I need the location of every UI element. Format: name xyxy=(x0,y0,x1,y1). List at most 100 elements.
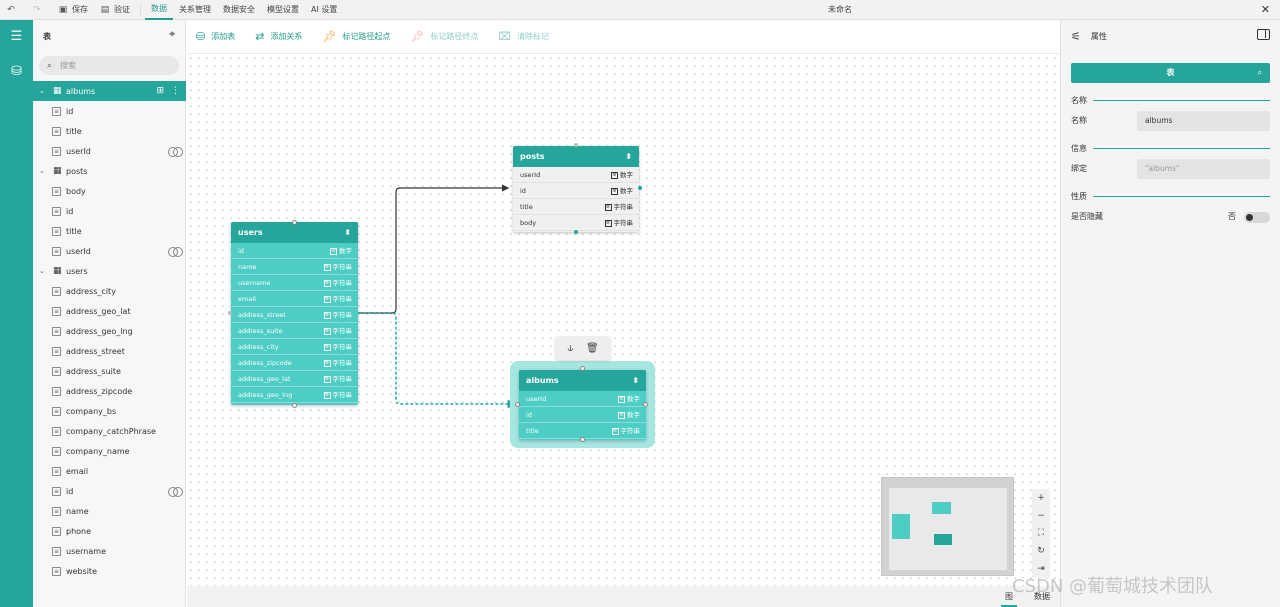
chevron-down-icon[interactable]: ⌄ xyxy=(39,167,45,175)
redo-button[interactable]: ↷ xyxy=(26,0,52,20)
zoom-out-icon[interactable]: − xyxy=(1037,510,1045,521)
entity-field-row[interactable]: id≡数字 xyxy=(231,243,358,259)
search-input[interactable]: ⌕ 搜索 xyxy=(39,56,179,75)
connection-handle[interactable] xyxy=(292,220,297,225)
connection-handle[interactable] xyxy=(638,186,642,190)
tree-field-item[interactable]: ≡title xyxy=(33,121,186,141)
tree-table-item[interactable]: ⌄▦albums⊞⋮ xyxy=(33,81,186,101)
minimap[interactable] xyxy=(881,477,1014,576)
tree-table-item[interactable]: ⌄▦posts xyxy=(33,161,186,181)
tree-field-item[interactable]: ≡address_suite xyxy=(33,361,186,381)
entity-field-row[interactable]: address_street≡字符串 xyxy=(231,307,358,323)
tree-field-item[interactable]: ≡id xyxy=(33,481,186,501)
delete-icon[interactable]: 🗑︎ xyxy=(585,342,599,354)
collapse-panel-icon[interactable] xyxy=(1257,29,1270,40)
tree-field-item[interactable]: ≡company_catchPhrase xyxy=(33,421,186,441)
export-icon[interactable]: ⇥ xyxy=(1037,564,1045,575)
tab-diagram[interactable]: 图 xyxy=(1001,586,1017,607)
chevron-down-icon[interactable]: ⌄ xyxy=(39,267,45,275)
clear-mark-button[interactable]: ⌧清除标记 xyxy=(498,30,549,43)
add-folder-icon[interactable]: ⊞ xyxy=(156,86,164,96)
add-relation-button[interactable]: ⇄添加关系 xyxy=(255,30,302,43)
minimap-posts xyxy=(932,502,951,514)
tree-field-item[interactable]: ≡username xyxy=(33,541,186,561)
pin-icon[interactable]: ⬍ xyxy=(344,228,351,237)
tree-table-item[interactable]: ⌄▦users xyxy=(33,261,186,281)
hidden-toggle[interactable] xyxy=(1244,212,1270,223)
zoom-in-icon[interactable]: + xyxy=(1037,492,1045,503)
close-button[interactable]: ✕ xyxy=(1261,0,1270,20)
tree-field-item[interactable]: ≡userId xyxy=(33,241,186,261)
entity-field-row[interactable]: address_city≡字符串 xyxy=(231,339,358,355)
tab-data-security[interactable]: 数据安全 xyxy=(217,0,261,20)
entity-field-row[interactable]: title≡字符串 xyxy=(513,199,639,215)
pin-icon[interactable]: ⬍ xyxy=(632,376,639,385)
name-input[interactable]: albums xyxy=(1137,111,1270,131)
field-type: ≡字符串 xyxy=(323,339,352,355)
tree-field-item[interactable]: ≡phone xyxy=(33,521,186,541)
connection-handle[interactable] xyxy=(574,143,578,147)
entity-field-row[interactable]: email≡字符串 xyxy=(231,291,358,307)
connection-handle[interactable] xyxy=(292,403,297,408)
tree-field-item[interactable]: ≡address_zipcode xyxy=(33,381,186,401)
minimap-albums xyxy=(934,534,952,545)
undo-button[interactable]: ↶ xyxy=(0,0,26,20)
connection-handle[interactable] xyxy=(515,402,520,407)
tree-field-item[interactable]: ≡id xyxy=(33,201,186,221)
tree-field-item[interactable]: ≡address_street xyxy=(33,341,186,361)
entity-field-row[interactable]: address_suite≡字符串 xyxy=(231,323,358,339)
connection-handle[interactable] xyxy=(228,311,232,315)
save-button[interactable]: ▣保存 xyxy=(52,0,94,20)
tree-field-item[interactable]: ≡email xyxy=(33,461,186,481)
tab-relation-management[interactable]: 关系管理 xyxy=(173,0,217,20)
database-icon[interactable]: ⛁ xyxy=(11,64,22,79)
entity-field-row[interactable]: body≡字符串 xyxy=(513,215,639,231)
chevron-down-icon[interactable]: ⌄ xyxy=(39,87,45,95)
menu-icon[interactable]: ☰ xyxy=(10,29,23,44)
connection-handle[interactable] xyxy=(574,230,578,234)
tab-ai-settings[interactable]: AI 设置 xyxy=(305,0,343,20)
tree-field-item[interactable]: ≡userId xyxy=(33,141,186,161)
more-icon[interactable]: ⋮ xyxy=(171,86,180,96)
tree-field-item[interactable]: ≡name xyxy=(33,501,186,521)
tab-table[interactable]: 表⌕ xyxy=(1071,63,1270,83)
entity-field-row[interactable]: userId≡数字 xyxy=(513,167,639,183)
mark-path-end-button[interactable]: 📌︎标记路径终点 xyxy=(410,30,478,43)
tab-data[interactable]: 数据 xyxy=(145,0,173,20)
entity-field-row[interactable]: userId≡数字 xyxy=(519,391,646,407)
tree-field-item[interactable]: ≡title xyxy=(33,221,186,241)
fit-view-icon[interactable]: ⛶ xyxy=(1037,528,1045,539)
reset-icon[interactable]: ↻ xyxy=(1037,546,1045,557)
entity-field-row[interactable]: address_geo_lat≡字符串 xyxy=(231,371,358,387)
connection-handle[interactable] xyxy=(580,366,585,371)
entity-field-row[interactable]: username≡字符串 xyxy=(231,275,358,291)
entity-field-row[interactable]: address_geo_lng≡字符串 xyxy=(231,387,358,403)
entity-field-row[interactable]: name≡字符串 xyxy=(231,259,358,275)
tree-field-item[interactable]: ≡company_name xyxy=(33,441,186,461)
tree-field-item[interactable]: ≡company_bs xyxy=(33,401,186,421)
add-table-button[interactable]: ⛁添加表 xyxy=(196,30,235,43)
tab-model-settings[interactable]: 模型设置 xyxy=(261,0,305,20)
verify-button[interactable]: ▤验证 xyxy=(94,0,136,20)
bind-input[interactable]: "albums" xyxy=(1137,159,1270,179)
entity-field-row[interactable]: id≡数字 xyxy=(513,183,639,199)
tree-field-item[interactable]: ≡website xyxy=(33,561,186,581)
unpin-icon[interactable]: ⌖ xyxy=(169,29,175,40)
tree-field-item[interactable]: ≡body xyxy=(33,181,186,201)
search-icon[interactable]: ⌕ xyxy=(1257,68,1262,77)
tree-field-item[interactable]: ≡address_geo_lat xyxy=(33,301,186,321)
entity-field-row[interactable]: id≡数字 xyxy=(519,407,646,423)
pin-icon[interactable]: ⬍ xyxy=(625,152,632,161)
tree-field-item[interactable]: ≡address_city xyxy=(33,281,186,301)
tab-data-view[interactable]: 数据 xyxy=(1030,586,1054,607)
connection-handle[interactable] xyxy=(643,402,648,407)
tree-field-item[interactable]: ≡address_geo_lng xyxy=(33,321,186,341)
connection-handle[interactable] xyxy=(580,437,585,442)
entity-field-row[interactable]: address_zipcode≡字符串 xyxy=(231,355,358,371)
mark-path-start-button[interactable]: 📌︎标记路径起点 xyxy=(322,30,390,43)
relation-pin-icon[interactable]: ⫝ xyxy=(567,342,574,354)
tree-field-item[interactable]: ≡id xyxy=(33,101,186,121)
